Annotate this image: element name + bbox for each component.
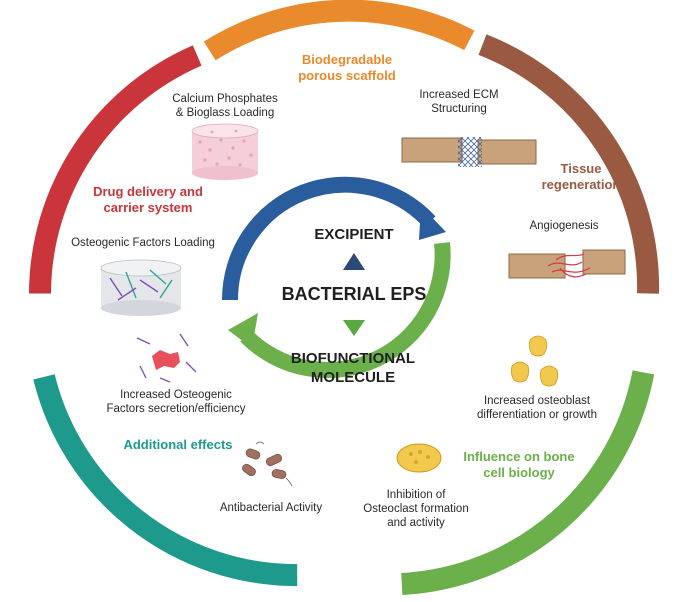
green-arrowhead: [228, 313, 258, 348]
osteogenic-secretion-icon: [136, 333, 197, 383]
ring-segment-tissue: [478, 34, 660, 294]
upper-role-label: EXCIPIENT: [314, 226, 394, 243]
ring-segment-scaffold: [203, 0, 475, 61]
section-title-scaffold: Biodegradable porous scaffold: [298, 52, 396, 83]
angiogenesis-bone-icon: [508, 249, 626, 279]
label-ecm-structuring: Increased ECM Structuring: [419, 89, 499, 115]
label-osteoblast: Increased osteoblast differentiation or …: [477, 395, 597, 421]
center-title: BACTERIAL EPS: [281, 284, 427, 304]
label-osteogenic-secretion: Increased Osteogenic Factors secretion/e…: [106, 389, 246, 415]
section-title-additional: Additional effects: [123, 437, 233, 452]
down-triangle-icon: [343, 320, 365, 336]
blue-arrowhead: [419, 206, 446, 240]
ring-segment-bone: [401, 370, 655, 595]
blue-cycle-arrow: [221, 176, 436, 301]
osteoblast-cells-icon: [510, 335, 559, 387]
drug-loaded-scaffold-icon: [100, 259, 182, 316]
scaffold-cylinder-icon: [191, 123, 259, 180]
label-osteogenic-loading: Osteogenic Factors Loading: [71, 237, 215, 249]
section-title-tissue: Tissue regeneration: [541, 161, 621, 192]
up-triangle-icon: [343, 253, 365, 270]
ring-segment-additional: [33, 374, 298, 587]
ring-segment-drug: [29, 45, 202, 294]
lower-role-label: BIOFUNCTIONAL MOLECULE: [290, 350, 416, 386]
label-calcium-bioglass: Calcium Phosphates & Bioglass Loading: [172, 93, 278, 119]
section-title-drug: Drug delivery and carrier system: [93, 184, 203, 215]
label-osteoclast: Inhibition of Osteoclast formation and a…: [363, 489, 469, 529]
label-angiogenesis: Angiogenesis: [529, 220, 599, 232]
green-cycle-arrow: [240, 242, 451, 378]
label-antibacterial: Antibacterial Activity: [219, 502, 323, 514]
ecm-bone-icon: [401, 137, 537, 167]
bacteria-icon: [242, 441, 293, 487]
section-title-bone: Influence on bone cell biology: [463, 449, 575, 480]
osteoclast-cell-icon: [396, 443, 442, 473]
